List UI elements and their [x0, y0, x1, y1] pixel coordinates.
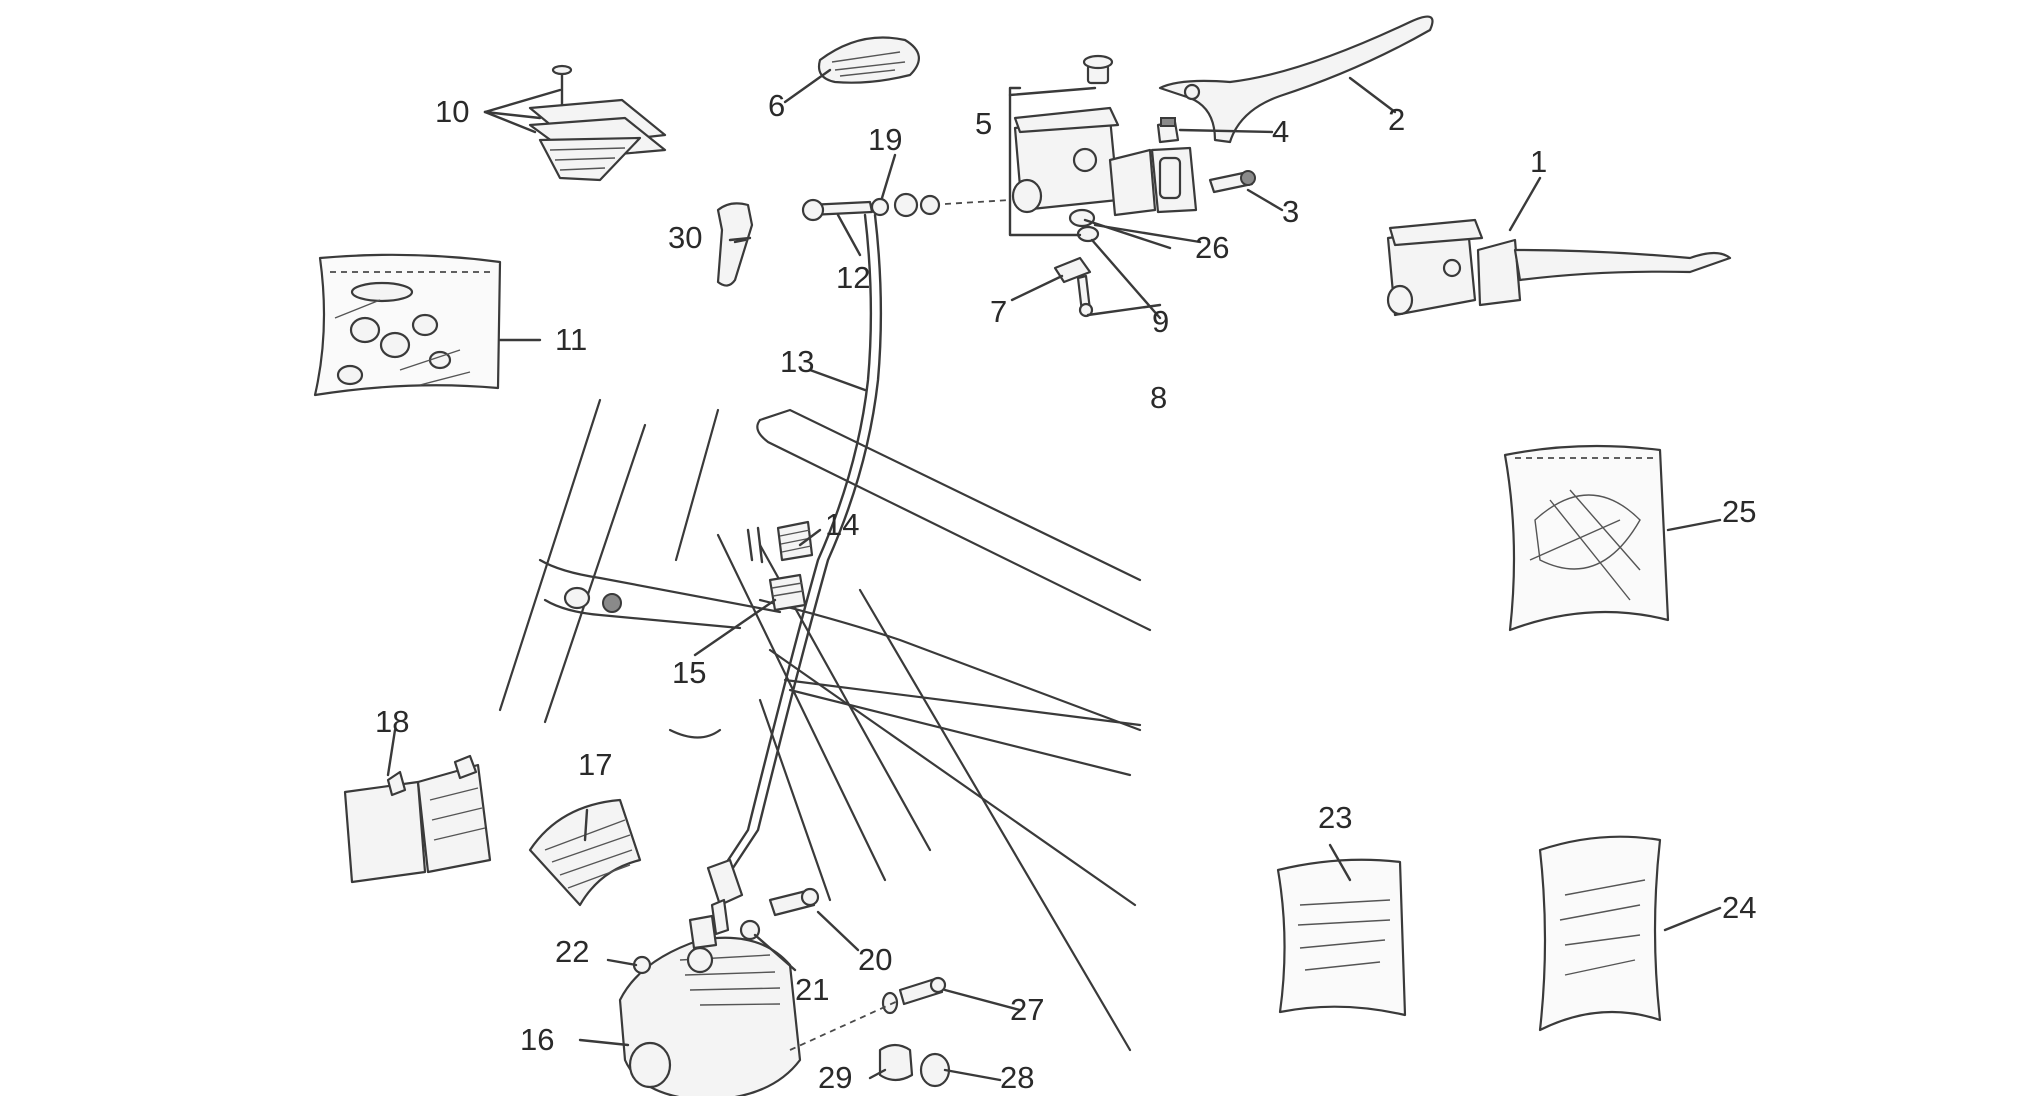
callout-18: 18	[375, 704, 409, 739]
callout-6: 6	[768, 88, 785, 123]
callout-13: 13	[780, 344, 814, 379]
parts-14-15-springs	[746, 520, 814, 612]
part-17-pad-spring	[528, 798, 642, 907]
callout-29: 29	[818, 1060, 852, 1095]
callout-23: 23	[1318, 800, 1352, 835]
callout-15: 15	[672, 655, 706, 690]
callout-12: 12	[836, 260, 870, 295]
callout-30: 30	[668, 220, 702, 255]
callout-20: 20	[858, 942, 892, 977]
callout-28: 28	[1000, 1060, 1034, 1095]
callout-17: 17	[578, 747, 612, 782]
part-18-brake-pads	[343, 754, 492, 884]
part-2-brake-lever	[1158, 15, 1434, 144]
part-23-bag	[1276, 858, 1407, 1017]
callout-7: 7	[990, 294, 1007, 329]
callout-14: 14	[825, 507, 859, 542]
callout-27: 27	[1010, 992, 1044, 1027]
callout-5: 5	[975, 106, 992, 141]
callout-26: 26	[1195, 230, 1229, 265]
callout-22: 22	[555, 934, 589, 969]
callout-1: 1	[1530, 144, 1547, 179]
frame-drawing	[498, 398, 1152, 1052]
part-5-master-cylinder-body	[801, 54, 1256, 318]
callout-labels: 1 2 3 4 5 6 7 8 9 10 11 12 13 14 15 16 1…	[375, 88, 1756, 1095]
callout-25: 25	[1722, 494, 1756, 529]
part-25-bag	[1503, 444, 1670, 632]
part-11-seal-kit-bag	[313, 253, 502, 397]
callout-9: 9	[1152, 304, 1169, 339]
callout-4: 4	[1272, 114, 1289, 149]
callout-24: 24	[1722, 890, 1756, 925]
callout-16: 16	[520, 1022, 554, 1057]
callout-19: 19	[868, 122, 902, 157]
small-fasteners	[632, 887, 951, 1088]
callout-11: 11	[555, 322, 587, 357]
part-6-cover	[817, 36, 920, 84]
leader-lines	[386, 68, 1722, 1082]
part-1-master-cylinder-assembly	[1386, 218, 1732, 317]
part-24-bag	[1538, 835, 1662, 1032]
callout-3: 3	[1282, 194, 1299, 229]
part-10-gasket-set	[528, 64, 667, 182]
callout-8: 8	[1150, 380, 1167, 415]
callout-10: 10	[435, 94, 469, 129]
part-13-brake-hose	[706, 213, 883, 936]
callout-21: 21	[795, 972, 829, 1007]
part-16-brake-caliper	[618, 914, 802, 1096]
part-30-fitting	[716, 202, 754, 287]
callout-2: 2	[1388, 102, 1405, 137]
